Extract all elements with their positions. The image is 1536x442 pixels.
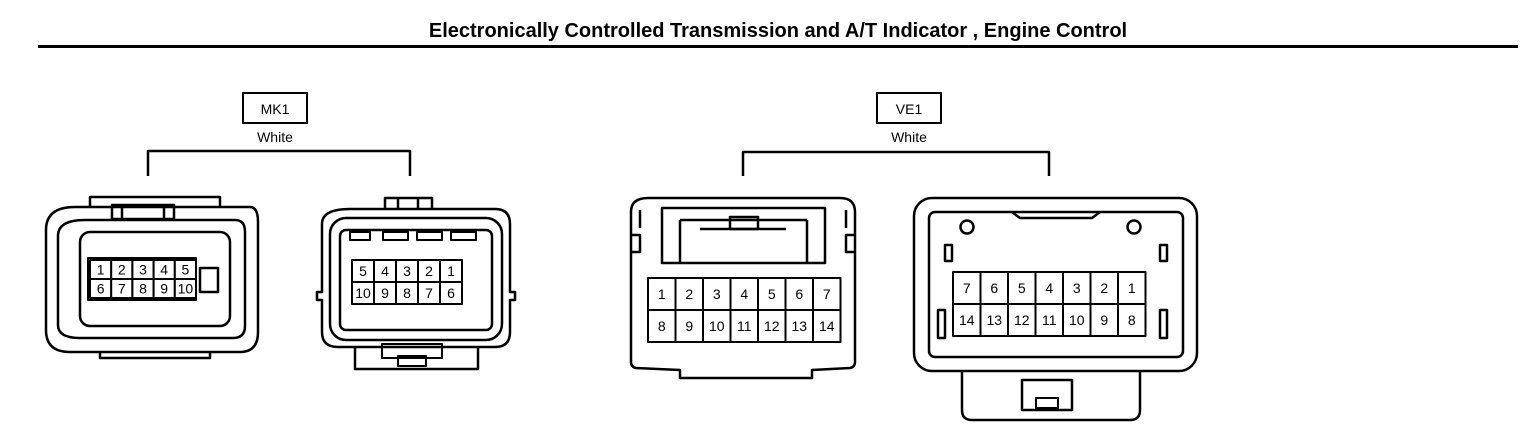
pin-number: 1 bbox=[447, 263, 455, 279]
pin-number: 9 bbox=[381, 285, 389, 301]
pin-cell bbox=[1062, 303, 1092, 337]
pin-number: 9 bbox=[160, 281, 168, 297]
pin-cell bbox=[674, 309, 704, 343]
pin-number: 5 bbox=[182, 262, 190, 278]
pin-number: 1 bbox=[658, 286, 666, 302]
pin-number: 2 bbox=[118, 262, 126, 278]
pin-number: 8 bbox=[403, 285, 411, 301]
pin-number: 6 bbox=[447, 285, 455, 301]
pin-number: 9 bbox=[1100, 312, 1108, 328]
pin-number: 10 bbox=[178, 281, 194, 297]
ve1-color: White bbox=[891, 129, 927, 145]
pin-cell bbox=[1034, 271, 1064, 305]
pin-number: 7 bbox=[823, 286, 831, 302]
pin-number: 8 bbox=[658, 318, 666, 334]
pin-number: 3 bbox=[713, 286, 721, 302]
pin-number: 11 bbox=[1042, 312, 1057, 328]
mk1-bracket bbox=[146, 149, 412, 176]
ve1-bracket bbox=[741, 150, 1051, 176]
pin-number: 12 bbox=[1014, 312, 1030, 328]
ve1-connector-left bbox=[629, 196, 857, 380]
pin-number: 7 bbox=[963, 280, 971, 296]
diagram-title: Electronically Controlled Transmission a… bbox=[428, 20, 1128, 42]
pin-cell bbox=[952, 271, 982, 305]
pin-number: 3 bbox=[1073, 280, 1081, 296]
pin-number: 5 bbox=[1018, 280, 1026, 296]
pin-number: 2 bbox=[425, 263, 433, 279]
pin-number: 8 bbox=[1128, 312, 1136, 328]
title-rule bbox=[38, 45, 1518, 48]
pin-cell bbox=[647, 309, 677, 343]
pin-number: 9 bbox=[685, 318, 693, 334]
pin-cell bbox=[784, 309, 814, 343]
pin-number: 12 bbox=[764, 318, 780, 334]
pin-cell bbox=[647, 277, 677, 311]
pin-cell bbox=[1117, 303, 1147, 337]
pin-number: 7 bbox=[118, 281, 126, 297]
mk1-connector-right bbox=[315, 196, 517, 371]
pin-number: 1 bbox=[97, 262, 105, 278]
pin-number: 13 bbox=[986, 312, 1002, 328]
ve1-pin-grid-right: 7 6 5 4 3 2 1 14 13 12 11 10 9 8 bbox=[952, 271, 1147, 337]
pin-cell bbox=[729, 309, 759, 343]
pin-number: 6 bbox=[97, 281, 105, 297]
pin-number: 4 bbox=[740, 286, 748, 302]
pin-number: 4 bbox=[381, 263, 389, 279]
pin-number: 10 bbox=[709, 318, 725, 334]
pin-cell bbox=[702, 277, 732, 311]
pin-cell bbox=[1117, 271, 1147, 305]
pin-number: 1 bbox=[1128, 280, 1136, 296]
pin-cell bbox=[979, 303, 1009, 337]
mk1-code: MK1 bbox=[261, 101, 290, 117]
pin-number: 10 bbox=[1069, 312, 1085, 328]
ve1-code: VE1 bbox=[896, 101, 923, 117]
pin-number: 6 bbox=[990, 280, 998, 296]
pin-number: 11 bbox=[737, 318, 752, 334]
pin-number: 2 bbox=[685, 286, 693, 302]
mk1-label-group: MK1 White bbox=[146, 92, 412, 176]
ve1-code-box bbox=[876, 92, 942, 124]
pin-cell bbox=[952, 303, 982, 337]
pin-cell bbox=[173, 278, 198, 299]
pin-number: 5 bbox=[768, 286, 776, 302]
pin-number: 10 bbox=[355, 285, 371, 301]
pin-cell bbox=[1089, 271, 1119, 305]
pin-cell bbox=[1034, 303, 1064, 337]
pin-number: 4 bbox=[160, 262, 168, 278]
pin-number: 3 bbox=[403, 263, 411, 279]
pin-number: 2 bbox=[1100, 280, 1108, 296]
mk1-code-box bbox=[242, 92, 308, 124]
pin-number: 14 bbox=[819, 318, 835, 334]
pin-number: 8 bbox=[139, 281, 147, 297]
pin-number: 3 bbox=[139, 262, 147, 278]
ve1-label-group: VE1 White bbox=[741, 92, 1051, 176]
pin-number: 13 bbox=[791, 318, 807, 334]
mk1-color: White bbox=[257, 129, 293, 145]
ve1-connector-right bbox=[912, 196, 1199, 422]
pin-number: 4 bbox=[1045, 280, 1053, 296]
pin-cell bbox=[812, 309, 842, 343]
pin-number: 6 bbox=[795, 286, 803, 302]
pin-number: 5 bbox=[359, 263, 367, 279]
pin-cell bbox=[439, 281, 463, 305]
mk1-connector-left bbox=[44, 195, 260, 360]
pin-number: 14 bbox=[959, 312, 975, 328]
pin-number: 7 bbox=[425, 285, 433, 301]
